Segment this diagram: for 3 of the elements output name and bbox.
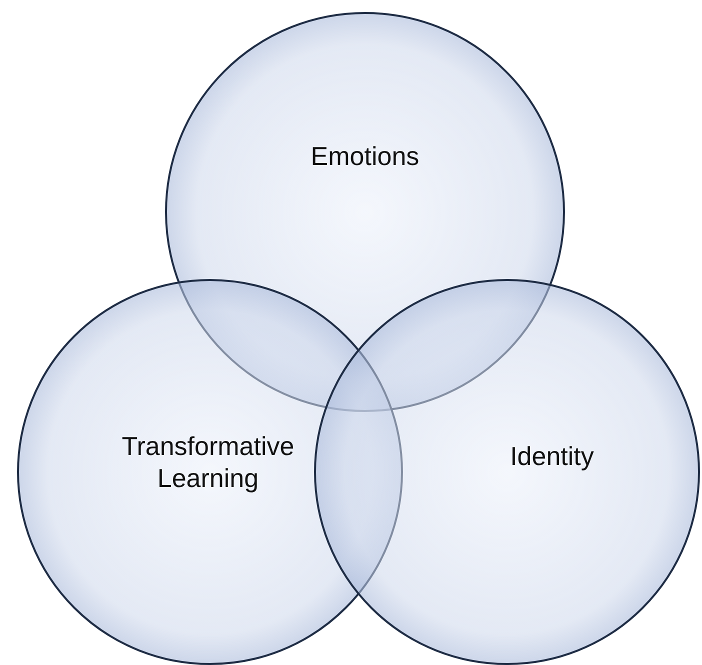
circle-label: Transformative Learning xyxy=(120,430,296,494)
circle-label: Emotions xyxy=(310,140,420,172)
circle-label: Identity xyxy=(509,440,595,472)
